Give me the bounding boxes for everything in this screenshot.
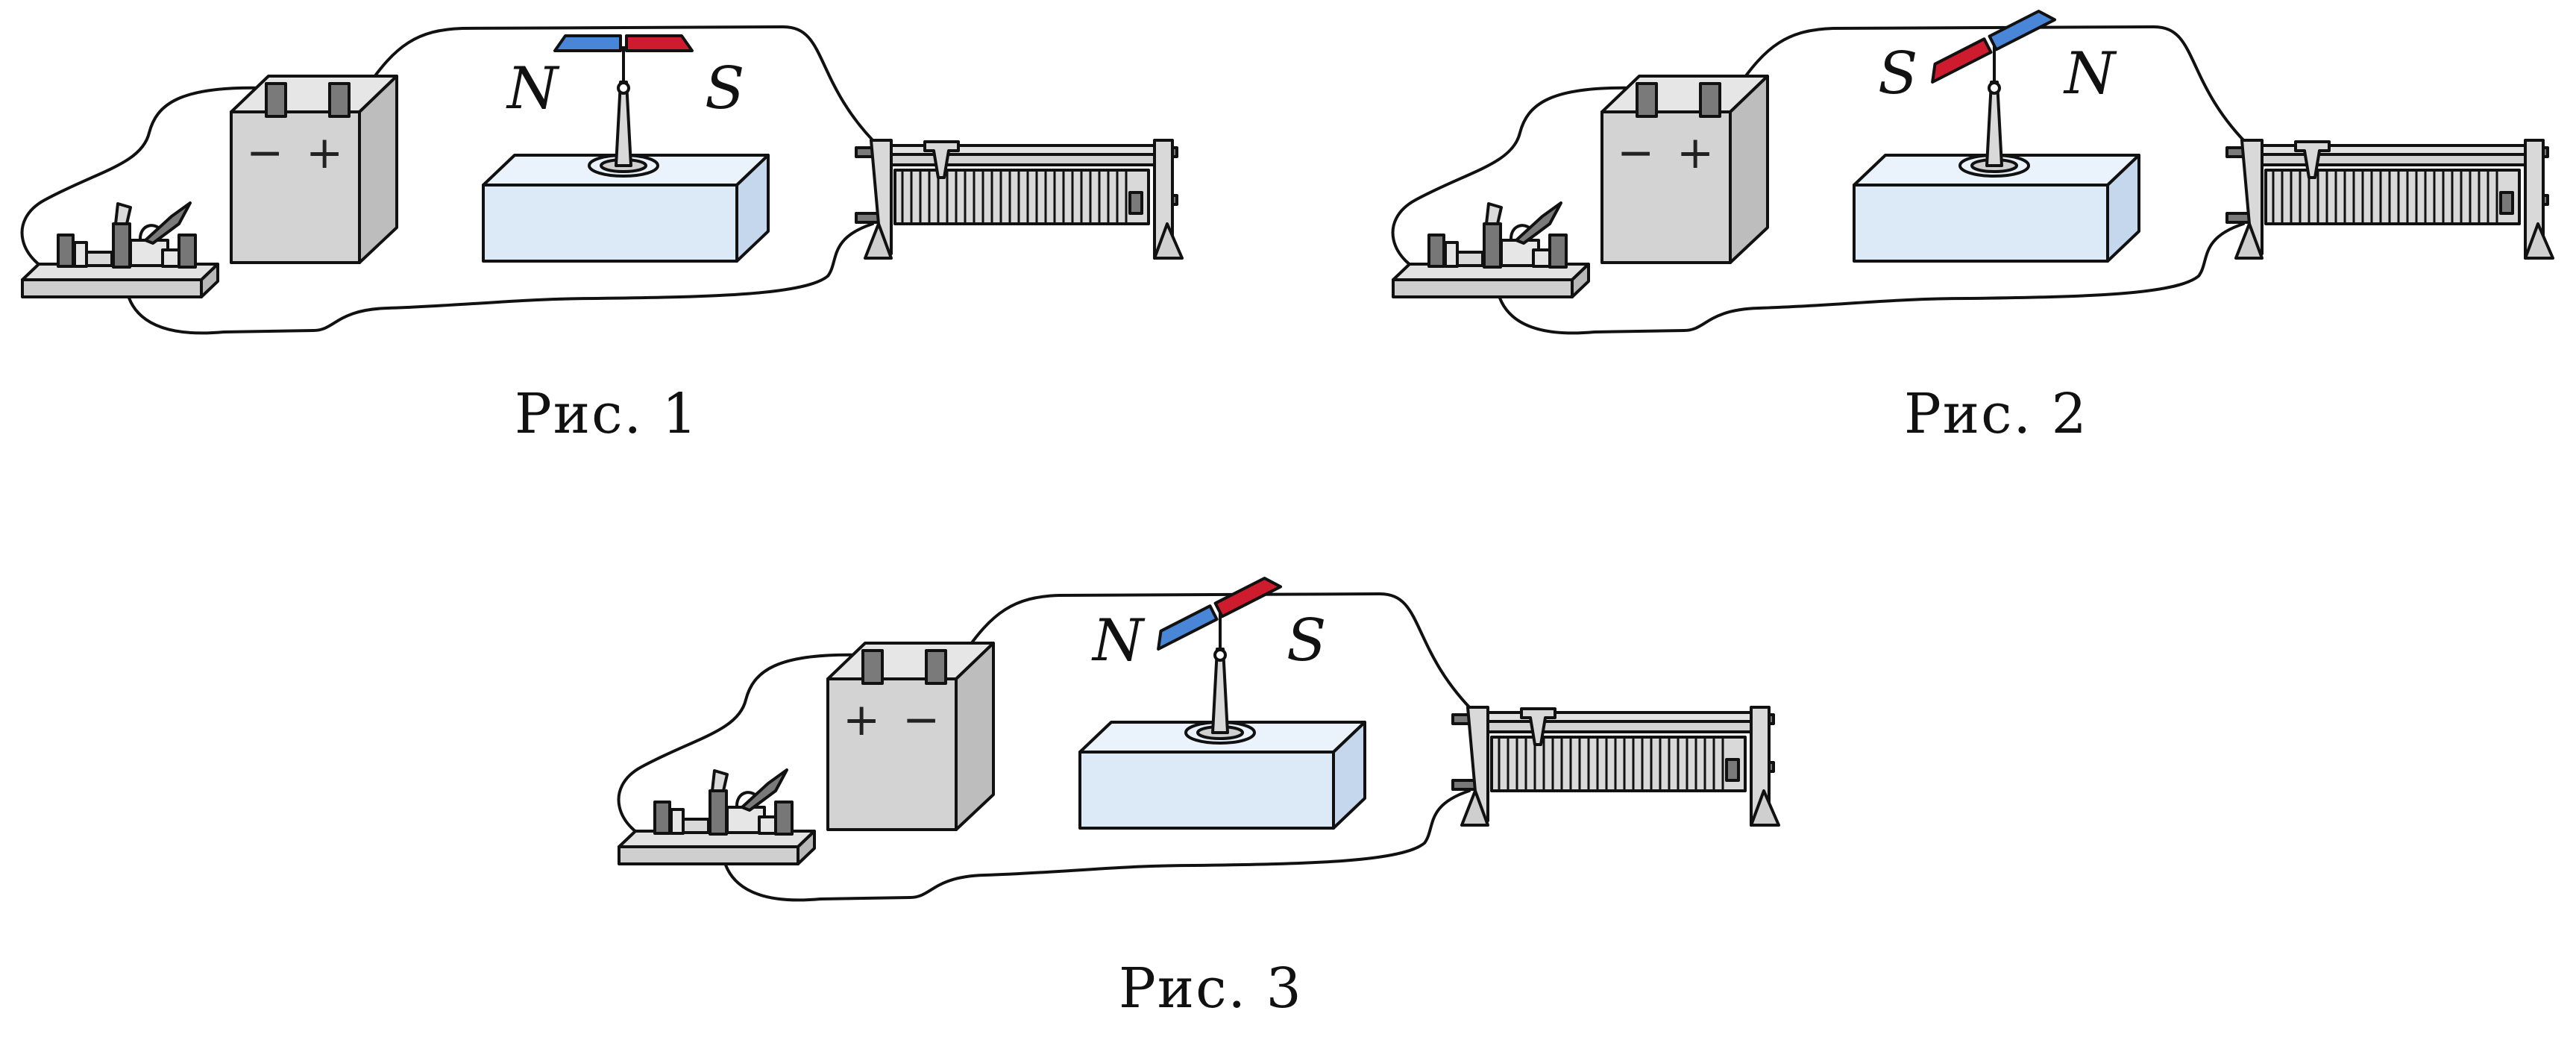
compass-needle <box>1924 4 2057 84</box>
pole-right-label: S <box>705 55 744 122</box>
battery-left-sign: − <box>1617 127 1654 179</box>
battery-left-sign: − <box>246 127 283 179</box>
figure-caption: Рис. 3 <box>1119 956 1303 1021</box>
battery-right-sign: + <box>306 127 343 179</box>
battery-left-sign: + <box>843 694 880 746</box>
pole-left-label: S <box>1878 40 1917 107</box>
pole-left-label: N <box>506 55 560 122</box>
figure-1: − + N S Рис. 1 <box>20 25 1184 446</box>
figure-caption: Рис. 2 <box>1904 382 2088 446</box>
battery-right-sign: − <box>902 694 940 746</box>
compass-needle <box>1150 571 1283 651</box>
figure-caption: Рис. 1 <box>515 382 699 446</box>
figure-3: + − N S Рис. 3 <box>617 571 1780 1021</box>
pole-right-label: N <box>2063 40 2117 107</box>
pole-left-label: N <box>1091 607 1146 674</box>
battery-right-sign: + <box>1677 127 1714 179</box>
pole-right-label: S <box>1287 607 1326 674</box>
figure-2: − + S N Рис. 2 <box>1391 4 2554 446</box>
